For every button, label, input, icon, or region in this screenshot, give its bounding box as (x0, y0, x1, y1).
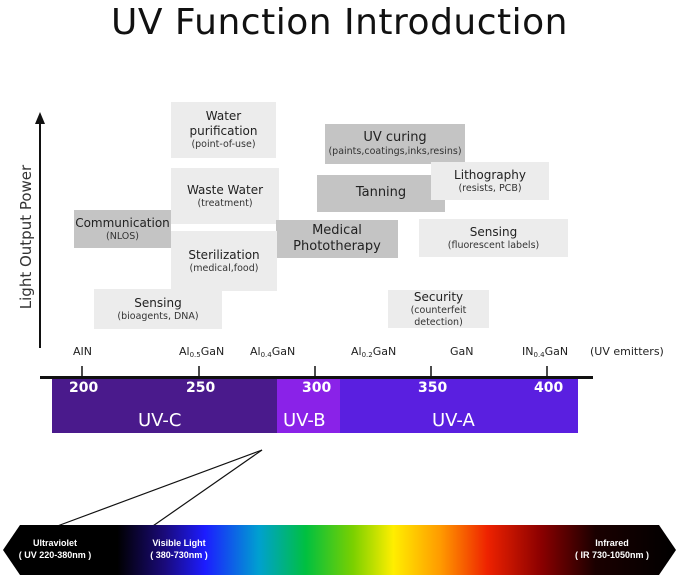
material-gan: GaN (450, 345, 474, 358)
material-in04-gan: IN0.4GaN (522, 345, 568, 359)
app-water-purification: Water purification (point-of-use) (171, 102, 276, 158)
material-rest: GaN (544, 345, 569, 358)
app-tanning: Tanning (317, 175, 445, 212)
ultraviolet-label: Ultraviolet (32, 538, 77, 548)
tick-200: 200 (69, 380, 99, 396)
app-lithography: Lithography (resists, PCB) (431, 162, 549, 200)
app-sub: (fluorescent labels) (447, 239, 540, 251)
band-label-uvb: UV-B (283, 410, 326, 431)
app-sub: (resists, PCB) (458, 182, 522, 194)
app-sub: (bioagents, DNA) (117, 310, 199, 322)
infrared-range: ( IR 730-1050nm ) (574, 549, 650, 560)
y-axis-label: Light Output Power (17, 164, 35, 310)
material-al02-gan: Al0.2GaN (351, 345, 396, 359)
material-base: Al (179, 345, 190, 358)
app-sub: (treatment) (197, 197, 253, 209)
visible-label: Visible Light (152, 538, 206, 548)
material-rest: GaN (200, 345, 225, 358)
visible-range: ( 380-730nm ) (150, 549, 208, 560)
band-uvb (277, 377, 340, 433)
tick-250: 250 (186, 380, 216, 396)
spectrum-visible: Visible Light ( 380-730nm ) (136, 538, 222, 561)
app-security: Security (counterfeit detection) (388, 290, 489, 328)
material-al04-gan: Al0.4GaN (250, 345, 295, 359)
tick-350: 350 (418, 380, 448, 396)
tick-400: 400 (534, 380, 564, 396)
app-waste-water: Waste Water (treatment) (171, 168, 279, 224)
axis-ticks (81, 366, 548, 378)
app-title: Communication (75, 215, 170, 230)
band-label-uva: UV-A (432, 410, 475, 431)
material-rest: GaN (372, 345, 397, 358)
spectrum-infrared: Infrared ( IR 730-1050nm ) (568, 538, 656, 561)
app-sub: (NLOS) (106, 230, 139, 242)
infrared-label: Infrared (595, 538, 629, 548)
app-title: Waste Water (186, 182, 264, 197)
app-title: Security (413, 289, 464, 304)
material-sub: 0.5 (189, 351, 201, 359)
material-sub: 0.4 (260, 351, 272, 359)
app-title: Water purification (189, 109, 258, 139)
app-sub: (paints,coatings,inks,resins) (328, 146, 462, 158)
app-title: Lithography (454, 167, 526, 182)
ultraviolet-range: ( UV 220-380nm ) (18, 549, 92, 560)
app-title: Sterilization (188, 247, 260, 262)
app-sensing-bio: Sensing (bioagents, DNA) (94, 289, 222, 329)
material-al05-gan: Al0.5GaN (179, 345, 224, 359)
y-axis-arrow (35, 112, 45, 348)
app-title: UV curing (363, 129, 427, 145)
app-sub: (point-of-use) (191, 139, 256, 151)
app-medical-phototherapy: Medical Phototherapy (276, 220, 398, 258)
tick-300: 300 (302, 380, 332, 396)
app-sterilization: Sterilization (medical,food) (171, 231, 277, 291)
zoom-lines (51, 449, 263, 529)
material-base: Al (351, 345, 362, 358)
app-title: Sensing (469, 224, 518, 239)
app-sensing-fluorescent: Sensing (fluorescent labels) (419, 219, 568, 257)
material-base: IN (522, 345, 534, 358)
app-title: Tanning (355, 185, 407, 201)
band-uva (340, 377, 578, 433)
app-sub: (medical,food) (189, 262, 259, 274)
app-communication: Communication (NLOS) (74, 210, 171, 248)
app-sub: Phototherapy (293, 239, 381, 254)
material-ain: AIN (73, 345, 92, 358)
band-label-uvc: UV-C (138, 410, 182, 431)
app-title: Medical (312, 222, 362, 238)
material-rest: GaN (271, 345, 296, 358)
app-title: Sensing (134, 295, 182, 310)
spectrum-bar (3, 525, 676, 575)
wavelength-axis (40, 376, 593, 379)
spectrum-ultraviolet: Ultraviolet ( UV 220-380nm ) (18, 538, 92, 561)
page-title: UV Function Introduction (111, 2, 568, 43)
material-base: Al (250, 345, 261, 358)
band-uvc (52, 377, 277, 433)
app-sub: (counterfeit detection) (410, 304, 467, 328)
app-uv-curing: UV curing (paints,coatings,inks,resins) (325, 124, 465, 164)
emitters-label: (UV emitters) (590, 345, 664, 358)
material-sub: 0.2 (361, 351, 373, 359)
material-sub: 0.4 (533, 351, 545, 359)
